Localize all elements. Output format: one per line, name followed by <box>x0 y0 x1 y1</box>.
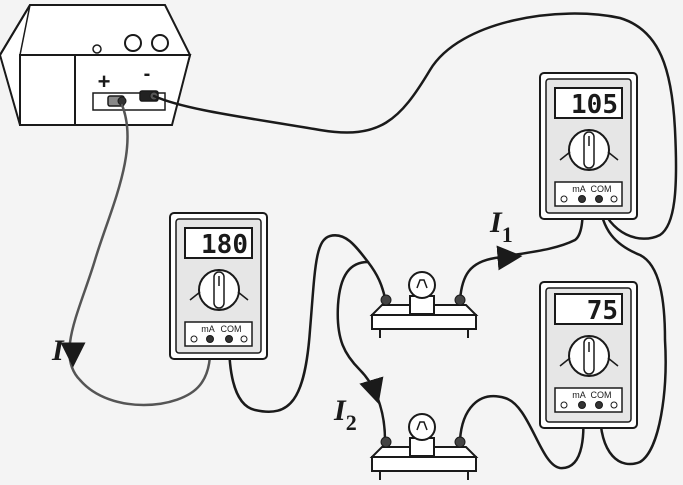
jack-label-ma: mA <box>201 324 215 334</box>
meter-reading: 105 <box>571 90 618 120</box>
knob-icon <box>151 34 169 52</box>
current-label-branch2: I2 <box>333 394 357 435</box>
jack-label-com: COM <box>221 324 242 334</box>
wire-lamp2-to-meter3 <box>458 395 585 470</box>
lamp-1 <box>369 271 479 338</box>
current-arrow-icon <box>496 245 523 271</box>
current-label-total: I <box>51 334 65 367</box>
current-label-branch1: I1 <box>489 206 513 247</box>
multimeter-3: 75 mA COM <box>539 281 638 429</box>
power-supply: + - <box>0 4 192 126</box>
minus-label: - <box>144 63 151 85</box>
lamp-2 <box>369 413 479 480</box>
plus-terminal-plug-icon <box>107 95 127 107</box>
meter-reading: 75 <box>587 296 618 326</box>
jack-label-ma: mA <box>572 390 586 400</box>
jack-com-icon <box>595 195 603 203</box>
multimeter-2: 105 mA COM <box>539 72 638 220</box>
jack-label-com: COM <box>591 184 612 194</box>
jack-ma-icon <box>578 195 586 203</box>
meter-reading: 180 <box>201 230 248 260</box>
knob-icon <box>124 34 142 52</box>
meter-display <box>184 227 253 259</box>
wire-lamp1-to-meter2 <box>458 198 585 302</box>
jack-ma-icon <box>578 401 586 409</box>
meter-display <box>554 293 623 325</box>
wire-meter2-com-to-meter3 <box>597 198 667 466</box>
jack-com-icon <box>595 401 603 409</box>
multimeter-1: 180 mA COM <box>169 212 268 360</box>
plus-label: + <box>98 69 111 94</box>
jack-ma-icon <box>206 335 214 343</box>
jack-label-com: COM <box>591 390 612 400</box>
jack-panel <box>184 321 253 347</box>
light-bulb-icon <box>408 413 436 441</box>
meter-display <box>554 87 623 119</box>
jack-panel <box>554 387 623 413</box>
wire-meter2-com-to-supply-minus <box>152 12 678 240</box>
current-arrow-icon <box>359 376 384 404</box>
minus-terminal-plug-icon <box>139 90 159 102</box>
wires <box>68 12 678 470</box>
wire-supply-plus-to-meter1 <box>68 103 212 407</box>
jack-com-icon <box>225 335 233 343</box>
jack-panel <box>554 181 623 207</box>
indicator-light-icon <box>92 44 102 54</box>
jack-label-ma: mA <box>572 184 586 194</box>
light-bulb-icon <box>408 271 436 299</box>
